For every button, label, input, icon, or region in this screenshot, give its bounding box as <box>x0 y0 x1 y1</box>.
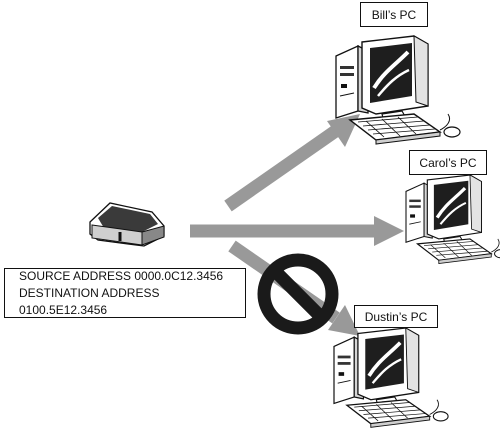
arrow-to-bills-pc <box>224 114 360 212</box>
carols-pc-label: Carol’s PC <box>409 150 487 175</box>
bills-pc-label-text: Bill’s PC <box>371 7 417 22</box>
prohibited-icon <box>257 253 339 335</box>
dustins-pc-label: Dustin’s PC <box>354 305 438 328</box>
desktop-pc-icon-carol <box>404 173 500 266</box>
address-box: SOURCE ADDRESS 0000.0C12.3456 DESTINATIO… <box>4 268 246 318</box>
desktop-pc-icon-dustin <box>332 326 450 430</box>
desktop-pc-icon-bill <box>334 34 462 146</box>
carols-pc-label-text: Carol’s PC <box>419 155 477 170</box>
network-device-icon <box>89 202 165 247</box>
bills-pc-label: Bill’s PC <box>360 2 428 27</box>
destination-address: DESTINATION ADDRESS 0100.5E12.3456 <box>19 285 160 317</box>
dustins-pc-label-text: Dustin’s PC <box>364 309 428 324</box>
arrow-to-carols-pc <box>190 216 404 246</box>
source-address: SOURCE ADDRESS 0000.0C12.3456 <box>19 268 224 283</box>
